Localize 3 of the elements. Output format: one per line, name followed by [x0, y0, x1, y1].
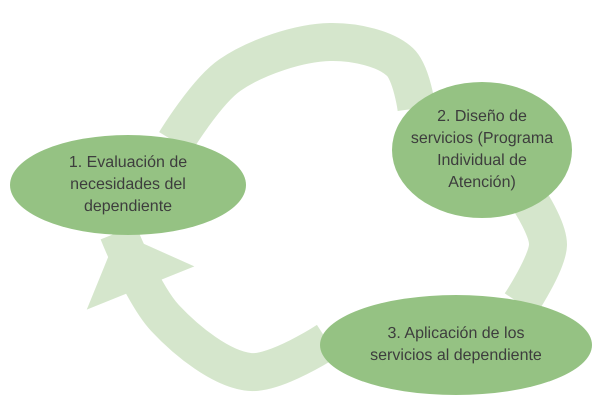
- step-label: 3. Aplicación de los servicios al dependiente: [370, 324, 542, 366]
- step-label: 2. Diseño de servicios (Programa Individual de Atención): [410, 107, 554, 193]
- step-label: 1. Evaluación de necesidades del dependiente: [68, 153, 188, 217]
